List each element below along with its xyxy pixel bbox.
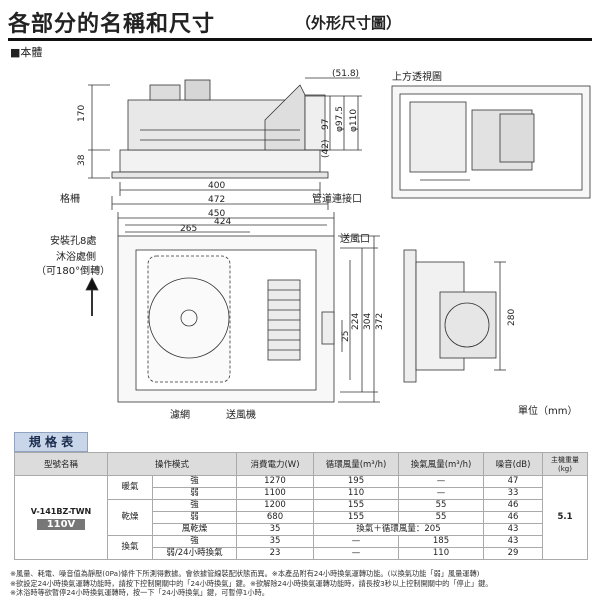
dim-25: 25 bbox=[341, 331, 351, 342]
top-view-label: 上方透視圖 bbox=[392, 70, 442, 83]
side-view bbox=[88, 77, 362, 210]
circ-cell: 155 bbox=[313, 511, 399, 524]
label-blower: 送風機 bbox=[226, 408, 256, 421]
voltage-badge: 110V bbox=[36, 518, 86, 530]
label-duct: 管道連接口 bbox=[312, 192, 362, 205]
mode-sub: 弱 bbox=[152, 511, 237, 524]
power-cell: 35 bbox=[236, 535, 314, 548]
dim-phi-110: φ110 bbox=[349, 109, 359, 132]
th-mode: 操作模式 bbox=[107, 452, 237, 476]
dim-224: 224 bbox=[351, 313, 361, 330]
page-subtitle: （外形尺寸圖） bbox=[296, 14, 402, 32]
mode-sub: 弱/24小時換氣 bbox=[152, 547, 237, 560]
group-vent: 換氣 bbox=[107, 535, 153, 560]
dim-38: 38 bbox=[77, 154, 87, 166]
dim-472: 472 bbox=[208, 195, 225, 205]
spec-heading: 規 格 表 bbox=[14, 432, 88, 452]
noise-cell: 46 bbox=[483, 511, 543, 524]
spec-header-row: 型號名稱 操作模式 消費電力(W) 循環風量(m³/h) 換氣風量(m³/h) … bbox=[14, 452, 588, 476]
dim-450: 450 bbox=[208, 209, 225, 219]
noise-cell: 33 bbox=[483, 487, 543, 500]
power-cell: 1100 bbox=[236, 487, 314, 500]
noise-cell: 47 bbox=[483, 475, 543, 488]
dim-phi-97-5: φ97.5 bbox=[335, 106, 345, 132]
table-row: 弱 680 155 55 46 bbox=[15, 511, 588, 524]
mode-sub: 強 bbox=[152, 535, 237, 548]
footnote: ※欲設定24小時換氣運轉功能時，請按下控制開關中的「24小時換氣」鍵。※欲解除2… bbox=[10, 578, 493, 588]
dim-42: (42) bbox=[321, 140, 331, 158]
dimension-drawing: 170 38 (51.8) 97 φ97.5 φ110 (42) 400 472… bbox=[36, 69, 591, 421]
top-perspective-view bbox=[391, 85, 591, 199]
page-title: 各部分的名稱和尺寸 bbox=[8, 12, 216, 37]
dim-280: 280 bbox=[507, 309, 517, 326]
power-cell: 35 bbox=[236, 523, 314, 536]
circ-cell: 155 bbox=[313, 499, 399, 512]
title-rule bbox=[8, 38, 592, 41]
weight-cell: 5.1 bbox=[542, 475, 588, 560]
circ-cell: 110 bbox=[313, 487, 399, 500]
th-power: 消費電力(W) bbox=[236, 452, 314, 476]
label-rotatable: （可180°倒轉） bbox=[36, 264, 110, 277]
vent-cell: 185 bbox=[398, 535, 484, 548]
mode-sub: 強 bbox=[152, 499, 237, 512]
th-vent: 換氣風量(m³/h) bbox=[398, 452, 484, 476]
table-row: 風乾燥 35 換氣＋循環風量：205 43 bbox=[15, 523, 588, 536]
label-bath-side: 沐浴處側 bbox=[56, 250, 96, 263]
dim-372: 372 bbox=[375, 313, 385, 330]
power-cell: 1200 bbox=[236, 499, 314, 512]
power-cell: 23 bbox=[236, 547, 314, 560]
th-model: 型號名稱 bbox=[14, 452, 108, 476]
mode-sub: 弱 bbox=[152, 487, 237, 500]
vent-cell: 55 bbox=[398, 511, 484, 524]
group-dry: 乾燥 bbox=[107, 499, 153, 536]
dim-304: 304 bbox=[363, 313, 373, 330]
mode-sub: 強 bbox=[152, 475, 237, 488]
model-name: V-141BZ-TWN bbox=[30, 506, 92, 516]
vent-cell: — bbox=[398, 475, 484, 488]
table-row: 弱 1100 110 — 33 bbox=[15, 487, 588, 500]
circ-cell: — bbox=[313, 547, 399, 560]
power-cell: 1270 bbox=[236, 475, 314, 488]
footnotes: ※風量、耗電、噪音值為靜壓(0Pa)條件下所測得數據。會依據管線裝配狀態而異。※… bbox=[10, 569, 594, 598]
dim-51-8: (51.8) bbox=[332, 69, 359, 79]
dim-400: 400 bbox=[208, 181, 225, 191]
right-side-view bbox=[403, 249, 506, 383]
vent-cell: 55 bbox=[398, 499, 484, 512]
table-row: V-141BZ-TWN 110V 暖氣 強 1270 195 — 47 5.1 bbox=[14, 475, 588, 560]
noise-cell: 43 bbox=[483, 535, 543, 548]
circ-cell: 195 bbox=[313, 475, 399, 488]
th-noise: 噪音(dB) bbox=[483, 452, 543, 476]
vent-cell: — bbox=[398, 487, 484, 500]
spec-table: 型號名稱 操作模式 消費電力(W) 循環風量(m³/h) 換氣風量(m³/h) … bbox=[14, 452, 588, 560]
vent-cell: 110 bbox=[398, 547, 484, 560]
footnote: ※沐浴時等欲暫停24小時換氣運轉時，按一下「24小時換氣」鍵，可暫停1小時。 bbox=[10, 588, 269, 597]
mode-sub: 風乾燥 bbox=[152, 523, 237, 536]
dim-424: 424 bbox=[214, 217, 231, 227]
label-filter: 濾網 bbox=[170, 408, 190, 421]
model-cell: V-141BZ-TWN 110V bbox=[14, 475, 108, 560]
noise-cell: 29 bbox=[483, 547, 543, 560]
group-warm: 暖氣 bbox=[107, 475, 153, 500]
power-cell: 680 bbox=[236, 511, 314, 524]
dim-170: 170 bbox=[77, 105, 87, 122]
table-row: 乾燥 強 1200 155 55 46 bbox=[15, 499, 588, 536]
section-label: ■本體 bbox=[10, 46, 43, 59]
noise-cell: 46 bbox=[483, 499, 543, 512]
footnote: ※風量、耗電、噪音值為靜壓(0Pa)條件下所測得數據。會依據管線裝配狀態而異。※… bbox=[10, 569, 480, 578]
label-outlet: 送風口 bbox=[340, 232, 370, 245]
dim-265: 265 bbox=[180, 224, 197, 234]
dim-97: 97 bbox=[321, 119, 331, 130]
noise-cell: 43 bbox=[483, 523, 543, 536]
table-row: 弱/24小時換氣 23 — 110 29 bbox=[15, 547, 588, 560]
label-grille: 格柵 bbox=[60, 192, 80, 205]
front-view bbox=[117, 212, 380, 403]
merged-airflow-cell: 換氣＋循環風量：205 bbox=[313, 523, 484, 536]
label-unit: 單位（mm） bbox=[518, 404, 577, 417]
label-mount-holes: 安裝孔8處 bbox=[50, 234, 96, 247]
circ-cell: — bbox=[313, 535, 399, 548]
th-circ: 循環風量(m³/h) bbox=[313, 452, 399, 476]
th-weight: 主機重量(kg) bbox=[542, 452, 588, 476]
